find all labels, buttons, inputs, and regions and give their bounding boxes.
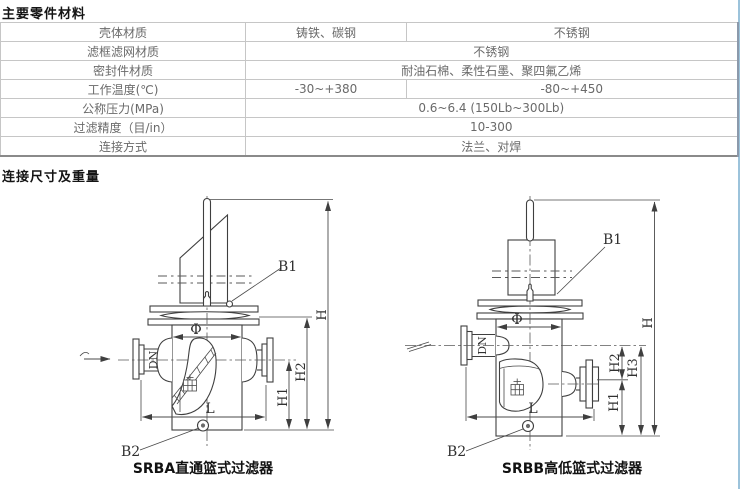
label-phi-drawing2: Φ bbox=[511, 312, 522, 328]
label-h-drawing2: H bbox=[641, 317, 656, 328]
section-title-materials: 主要零件材料 bbox=[2, 7, 87, 22]
mesh-symbol bbox=[510, 378, 524, 396]
row-label: 工作温度(℃) bbox=[0, 79, 246, 99]
table-row: 公称压力(MPa) 0.6~6.4 (150Lb~300Lb) bbox=[0, 98, 739, 118]
row-label: 公称压力(MPa) bbox=[0, 98, 246, 118]
label-h1-drawing1: H1 bbox=[276, 387, 291, 407]
label-h1-drawing2: H1 bbox=[607, 392, 622, 412]
label-h3-drawing2: H3 bbox=[626, 358, 641, 378]
drawing1-caption: SRBA直通篮式过滤器 bbox=[133, 460, 274, 477]
row-label: 滤框滤网材质 bbox=[0, 41, 246, 61]
table-row: 过滤精度（目/in） 10-300 bbox=[0, 117, 739, 137]
table-row: 密封件材质 耐油石棉、柔性石墨、聚四氟乙烯 bbox=[0, 60, 739, 80]
table-row: 连接方式 法兰、对焊 bbox=[0, 136, 739, 157]
page-right-accent-border bbox=[738, 0, 740, 489]
label-h2-drawing2: H2 bbox=[608, 353, 623, 373]
row-label: 连接方式 bbox=[0, 136, 246, 157]
cell-value: 10-300 bbox=[245, 117, 739, 137]
cell-value: -80~+450 bbox=[406, 79, 739, 99]
cell-value: 不锈钢 bbox=[406, 22, 739, 42]
cell-value: 不锈钢 bbox=[245, 41, 739, 61]
section-title-dimensions: 连接尺寸及重量 bbox=[2, 170, 101, 185]
row-label: 密封件材质 bbox=[0, 60, 246, 80]
label-dn-drawing2: DN bbox=[476, 336, 489, 355]
drawing2-caption: SRBB高低篮式过滤器 bbox=[502, 460, 643, 477]
label-b2-drawing2: B2 bbox=[447, 444, 466, 460]
label-phi-drawing1: Φ bbox=[190, 322, 201, 338]
label-h2-drawing1: H2 bbox=[294, 362, 309, 382]
table-row: 壳体材质 铸铁、碳钢 不锈钢 bbox=[0, 22, 739, 42]
mesh-symbol bbox=[183, 374, 197, 392]
drawing1-strainer-figure: B1 B2 Φ DN L H1 H2 H SRBA直通篮式过滤器 bbox=[79, 196, 334, 477]
dimension-drawings: B1 B2 Φ DN L H1 H2 H SRBA直通篮式过滤器 bbox=[79, 196, 660, 477]
label-h-drawing1: H bbox=[315, 309, 330, 320]
cell-value: 铸铁、碳钢 bbox=[245, 22, 407, 42]
label-b1-drawing1: B1 bbox=[278, 259, 297, 275]
drawing2-strainer-figure: B1 B2 Φ DN L H2 H1 H3 H SRBB高低篮式过滤器 bbox=[405, 196, 660, 477]
label-b2-drawing1: B2 bbox=[121, 444, 140, 460]
cell-value: 耐油石棉、柔性石墨、聚四氟乙烯 bbox=[245, 60, 739, 80]
label-b1-drawing2: B1 bbox=[603, 232, 622, 248]
label-dn-drawing1: DN bbox=[147, 350, 160, 369]
cell-value: 0.6~6.4 (150Lb~300Lb) bbox=[245, 98, 739, 118]
table-row: 滤框滤网材质 不锈钢 bbox=[0, 41, 739, 61]
table-row: 工作温度(℃) -30~+380 -80~+450 bbox=[0, 79, 739, 99]
label-l-drawing2: L bbox=[528, 401, 537, 417]
row-label: 过滤精度（目/in） bbox=[0, 117, 246, 137]
cell-value: 法兰、对焊 bbox=[245, 136, 739, 157]
row-label: 壳体材质 bbox=[0, 22, 246, 42]
label-l-drawing1: L bbox=[205, 401, 214, 417]
materials-table: 壳体材质 铸铁、碳钢 不锈钢 滤框滤网材质 不锈钢 密封件材质 耐油石棉、柔性石… bbox=[0, 22, 739, 157]
cell-value: -30~+380 bbox=[245, 79, 407, 99]
